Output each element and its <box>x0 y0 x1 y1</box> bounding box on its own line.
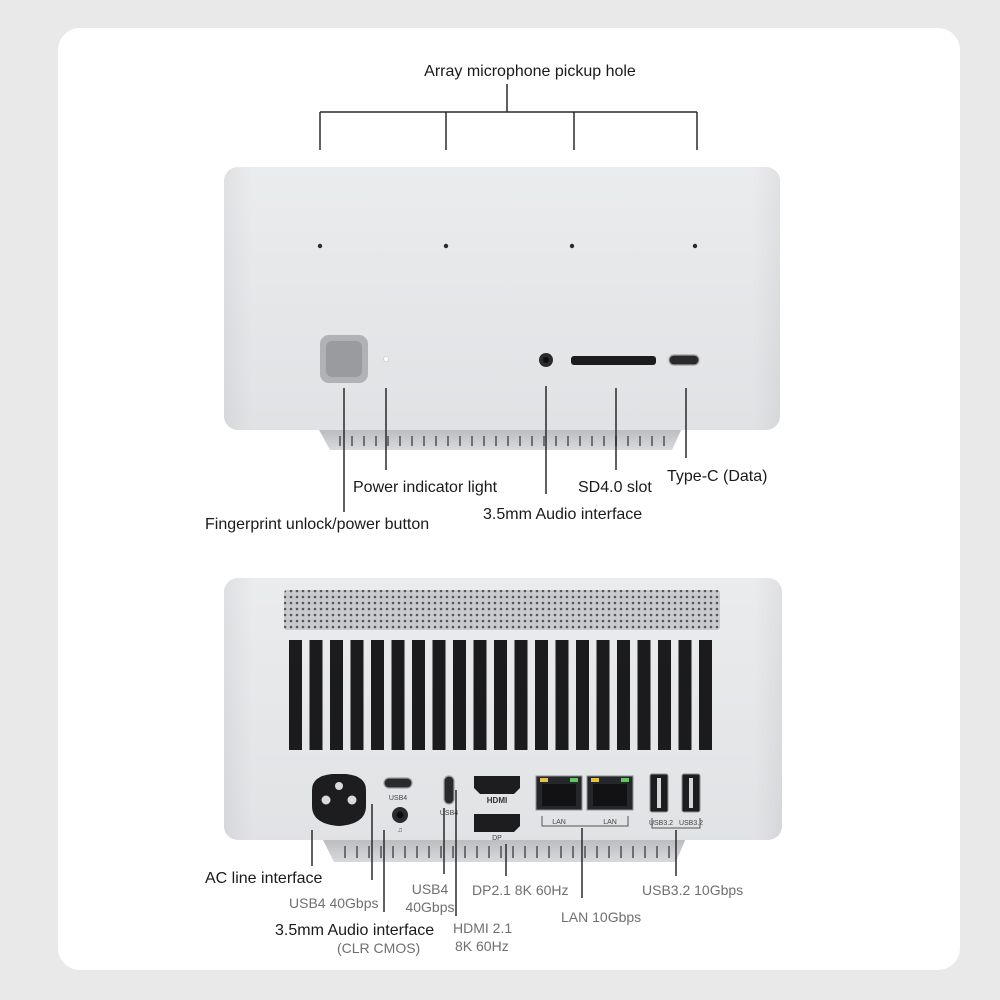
mic-hole <box>443 243 449 249</box>
usb32-bracket <box>651 818 701 829</box>
usb4-port-1[interactable] <box>383 777 413 789</box>
headphone-icon: ♫ <box>397 827 402 834</box>
usb4-label-line1: USB4 <box>412 881 449 897</box>
lan-bracket <box>541 816 629 827</box>
power-indicator-label: Power indicator light <box>353 479 498 496</box>
rear-view: USB4 ♫ USB4 HDMI DP LAN LAN <box>205 578 782 956</box>
usb32-port-1[interactable] <box>649 773 669 813</box>
usb4-40gbps-label: USB4 40Gbps <box>289 895 379 911</box>
front-type-c-port[interactable] <box>668 354 700 366</box>
hdmi-port[interactable] <box>474 776 520 794</box>
lan-port-2-mark: LAN <box>603 819 617 826</box>
displayport-port[interactable] <box>474 814 520 832</box>
mic-pickup-label: Array microphone pickup hole <box>424 63 636 80</box>
front-audio-jack[interactable] <box>539 353 553 367</box>
ac-label: AC line interface <box>205 870 322 887</box>
mic-hole <box>569 243 575 249</box>
clr-cmos-label: (CLR CMOS) <box>337 940 420 956</box>
rear-audio-label: 3.5mm Audio interface <box>275 922 434 939</box>
rear-base-vent <box>322 838 686 862</box>
mic-hole <box>692 243 698 249</box>
hdmi-label-line2: 8K 60Hz <box>455 938 509 954</box>
usb32-port-2-mark: USB3.2 <box>679 820 703 827</box>
usb4-label-line2: 40Gbps <box>405 899 454 915</box>
front-base-slots <box>339 436 665 446</box>
hdmi-label-line1: HDMI 2.1 <box>453 920 512 936</box>
front-view: Array microphone pickup hole <box>205 63 780 533</box>
usb32-label: USB3.2 10Gbps <box>642 882 743 898</box>
hdmi-port-mark: HDMI <box>487 796 507 805</box>
fingerprint-power-button[interactable] <box>320 335 368 383</box>
ac-power-inlet[interactable] <box>312 774 366 826</box>
type-c-label: Type-C (Data) <box>667 468 767 485</box>
rear-mesh-grille <box>284 590 720 630</box>
usb4-port-1-mark: USB4 <box>389 795 407 802</box>
sd-card-slot[interactable] <box>571 356 656 365</box>
usb32-port-1-mark: USB3.2 <box>649 820 673 827</box>
fingerprint-label: Fingerprint unlock/power button <box>205 516 429 533</box>
usb32-port-2[interactable] <box>681 773 701 813</box>
lan-label: LAN 10Gbps <box>561 909 641 925</box>
front-audio-label: 3.5mm Audio interface <box>483 506 642 523</box>
rear-base-slots <box>344 846 670 858</box>
rear-audio-jack[interactable] <box>392 807 408 823</box>
mic-hole <box>317 243 323 249</box>
rear-vent-slots <box>289 640 712 750</box>
lan-port-1-mark: LAN <box>552 819 566 826</box>
lan-port-1[interactable] <box>535 775 583 811</box>
usb4-port-2[interactable] <box>443 775 455 805</box>
dp-label: DP2.1 8K 60Hz <box>472 882 569 898</box>
lan-port-2[interactable] <box>586 775 634 811</box>
usb4-port-2-mark: USB4 <box>440 810 458 817</box>
dp-port-mark: DP <box>492 835 502 842</box>
mic-bracket <box>319 84 698 150</box>
sd-slot-label: SD4.0 slot <box>578 479 652 496</box>
power-indicator-light <box>382 355 390 363</box>
